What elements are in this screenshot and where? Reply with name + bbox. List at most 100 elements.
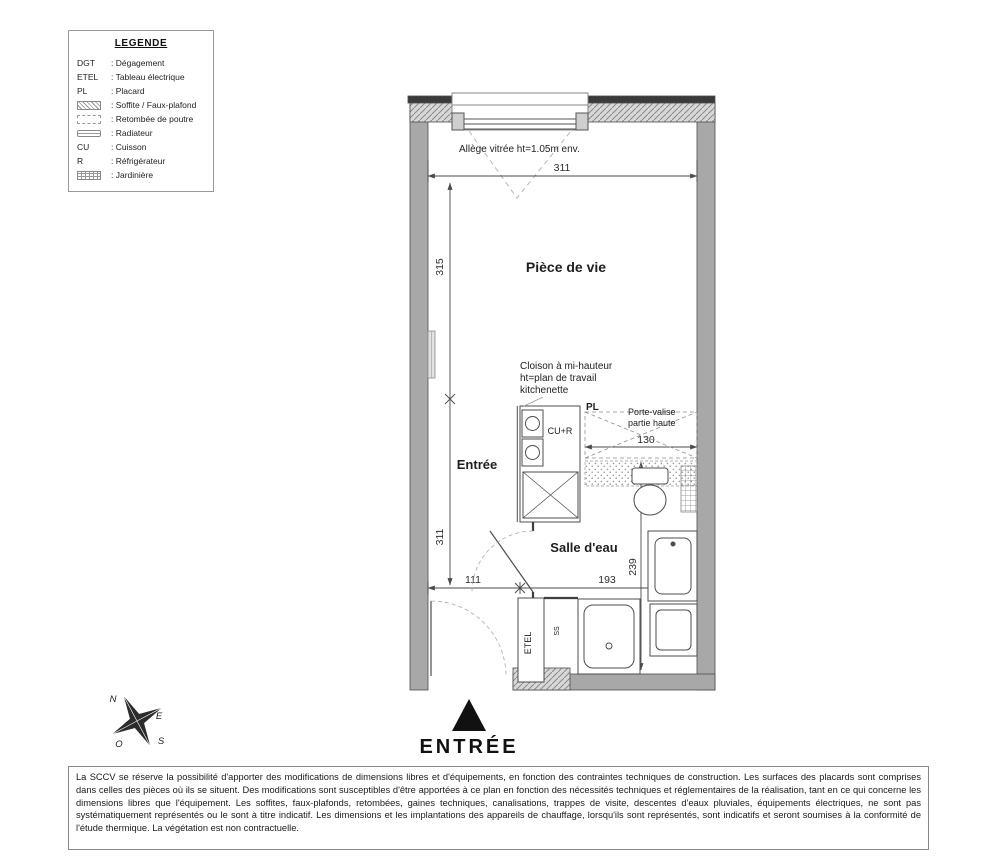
- legend-abbr: DGT: [77, 58, 95, 68]
- vanity-basin: [654, 537, 692, 595]
- toilet-tank: [631, 467, 669, 485]
- room-label-bathroom: Salle d'eau: [550, 540, 617, 555]
- shower-drain: [605, 642, 613, 650]
- door-swing-arc: [471, 530, 534, 593]
- wall-top-left-cap: [407, 95, 457, 104]
- compass-s: S: [158, 736, 165, 747]
- closet-outline: [584, 411, 698, 459]
- legend-row: : Jardinière: [77, 168, 205, 182]
- dim-bottom-left-label: 111: [465, 574, 481, 586]
- legend-label: : Radiateur: [111, 128, 153, 138]
- closet-cross: [584, 411, 698, 459]
- kitchenette: [516, 405, 581, 523]
- compass-axes: [113, 697, 161, 745]
- legend-abbr: R: [77, 156, 84, 166]
- bath-cabinet: [649, 603, 698, 657]
- dim-junction-x: [444, 393, 456, 405]
- window-note: Allège vitrée ht=1.05m env.: [459, 144, 580, 155]
- legend-title: LEGENDE: [114, 38, 168, 49]
- faucet-dot: [670, 541, 676, 547]
- dim-closet-label: 130: [637, 434, 655, 446]
- annotation-leader: [521, 396, 544, 408]
- door-entry: [430, 600, 507, 677]
- etel-box: [517, 597, 545, 683]
- door-bathroom: [471, 530, 534, 593]
- shower-inner: [583, 604, 635, 669]
- legend-row: CU : Cuisson: [77, 140, 205, 154]
- compass-o: O: [115, 739, 123, 750]
- legend-label: : Placard: [111, 86, 145, 96]
- cooktop-burner: [525, 445, 540, 460]
- dim-top-label: 311: [554, 162, 571, 174]
- compass-labels: N E S O: [110, 694, 165, 750]
- room-label-entry: Entrée: [457, 457, 497, 472]
- partition-note-line2: ht=plan de travail: [520, 373, 596, 384]
- entrance-arrow: [452, 699, 486, 731]
- closet-label-pl: PL: [586, 402, 599, 413]
- sink-bowl: [525, 416, 540, 431]
- walls: [407, 95, 716, 691]
- cabinet-body: [649, 603, 698, 657]
- shower: [577, 598, 641, 675]
- dim-left-lower-label: 311: [434, 528, 446, 545]
- partitions: [531, 522, 578, 600]
- dim-junction-x: [514, 582, 526, 594]
- dim-bathroom-label: 239: [627, 558, 639, 576]
- compass-e: E: [156, 711, 163, 722]
- soffite-top-left: [409, 102, 457, 123]
- annotations: Cloison à mi-hauteur ht=plan de travail …: [520, 361, 676, 654]
- window-bay: [451, 92, 589, 199]
- legend-label: : Dégagement: [111, 58, 165, 68]
- legend-label: : Cuisson: [111, 142, 147, 152]
- legend-row: R : Réfrigérateur: [77, 154, 205, 168]
- duct-shaft: [680, 465, 698, 513]
- entrance-label: ENTRÉE: [419, 735, 518, 758]
- cabinet-inner: [655, 609, 692, 651]
- soffite-symbol-cell: [77, 100, 111, 110]
- hatch-box-icon: [77, 100, 101, 110]
- compass-n: N: [110, 694, 117, 705]
- disclaimer-text: La SCCV se réserve la possibilité d'appo…: [76, 772, 921, 834]
- porte-valise-line1: Porte-valise: [628, 407, 676, 417]
- room-label-living: Pièce de vie: [526, 259, 606, 275]
- kitchenette-label: CU+R: [548, 426, 573, 436]
- room-labels: Pièce de vie Entrée Salle d'eau: [457, 259, 618, 555]
- legend-row: DGT : Dégagement: [77, 56, 205, 70]
- dimension-labels: 311 315 311 111 193 130 239: [434, 162, 655, 586]
- legend-abbr: ETEL: [77, 72, 99, 82]
- porte-valise-line2: partie haute: [628, 418, 676, 428]
- legend-row: : Retombée de poutre: [77, 112, 205, 126]
- wall-top-right-cap: [583, 95, 716, 104]
- dim-left-upper-label: 315: [434, 258, 446, 276]
- planter-symbol-cell: [77, 170, 111, 180]
- window-swing-dashed: [468, 130, 572, 199]
- wall-right: [696, 102, 716, 691]
- closet-pl: [584, 411, 698, 459]
- legend-abbr: CU: [77, 142, 90, 152]
- legend-row: ETEL : Tableau électrique: [77, 70, 205, 84]
- shower-tray: [577, 598, 641, 675]
- etel-label: ETEL: [523, 632, 533, 655]
- window-jamb-right: [575, 112, 589, 131]
- planter-grid-icon: [77, 170, 101, 180]
- fridge-cross: [522, 471, 579, 519]
- legend-row: : Radiateur: [77, 126, 205, 140]
- legend-label: : Retombée de poutre: [111, 114, 194, 124]
- legend-row: PL : Placard: [77, 84, 205, 98]
- vanity: [647, 530, 698, 602]
- compass-rose: N E S O: [110, 694, 165, 750]
- disclaimer-box: La SCCV se réserve la possibilité d'appo…: [68, 766, 929, 850]
- toilet-bowl: [633, 484, 667, 516]
- door-swing-arc: [430, 600, 507, 677]
- beam-symbol-cell: [77, 114, 111, 124]
- dashed-box-icon: [77, 114, 101, 124]
- soffite-top-right: [583, 102, 716, 123]
- legend-abbr: PL: [77, 86, 88, 96]
- legend-row: : Soffite / Faux-plafond: [77, 98, 205, 112]
- compass-star: [112, 696, 162, 746]
- legend-label: : Jardinière: [111, 170, 154, 180]
- legend-label: : Réfrigérateur: [111, 156, 166, 166]
- wall-left: [409, 102, 429, 691]
- radiator-symbol-cell: [77, 129, 111, 137]
